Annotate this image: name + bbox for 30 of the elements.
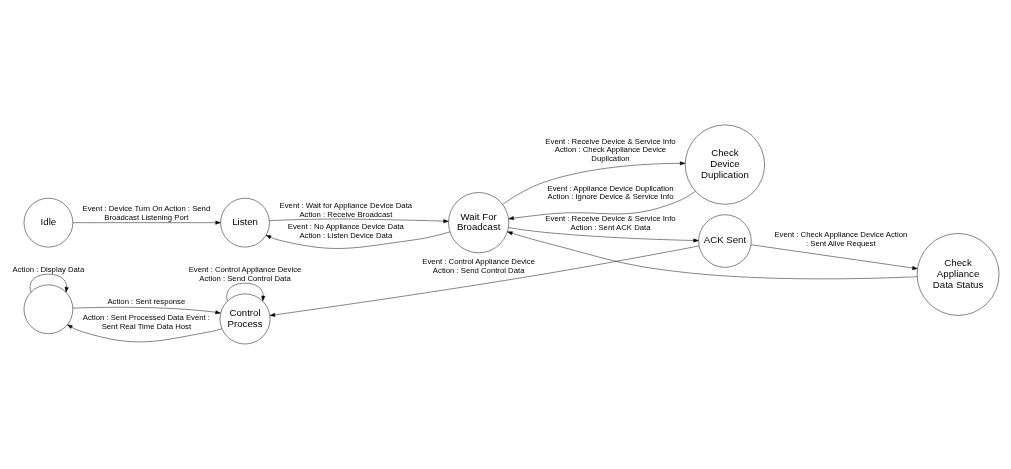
arrow — [508, 191, 696, 221]
arrow — [29, 273, 69, 293]
arrow — [269, 218, 449, 224]
edge-label: Action : Sent Processed Data Event : Sent Real Time Data Host — [82, 313, 211, 332]
node-circle: ACK Sent — [698, 214, 752, 268]
arrow — [72, 220, 221, 225]
node-circle: Wait For Broadcast — [448, 192, 510, 254]
edge-label: Action : Display Data — [12, 264, 85, 274]
edge-label: Event : Receive Device & Service Info Action : Check Appliance Device Duplication — [545, 136, 676, 164]
edge-label: Event : Receive Device & Service Info Action : Sent ACK Data — [545, 214, 676, 232]
edge-label: Action : Sent response — [107, 297, 186, 307]
arrow — [67, 324, 222, 343]
node-circle: Check Device Duplication — [685, 124, 765, 205]
arrow — [507, 231, 918, 280]
edge-label: Event : Control Appliance Device Action : Send Control Data — [422, 257, 535, 275]
edge-label: Event : Check Appliance Device Action : Sent Alive Request — [774, 230, 908, 248]
edge-label: Event : No Appliance Device Data Action : Listen Device Data — [287, 221, 404, 240]
arrow — [502, 161, 686, 205]
edge-label: Event : Wait for Appliance Device Data Action : Receive Broadcast — [279, 201, 413, 219]
arrow — [750, 244, 918, 270]
arrow — [269, 245, 700, 317]
edge-label: Event : Appliance Device Duplication Action : Ignore Device & Service Info — [547, 183, 674, 202]
edge-label: Event : Device Turn On Action : Send Broadcast Listening Port — [82, 204, 211, 223]
edge-label: Event : Control Appliance Device Action : Send Control Data — [188, 264, 302, 283]
node-circle: Idle — [23, 198, 74, 248]
arrow — [72, 307, 221, 315]
arrow — [265, 231, 451, 249]
arrow — [226, 282, 266, 302]
node-circle: Check Appliance Data Status — [916, 233, 1000, 316]
arrow — [508, 227, 699, 243]
